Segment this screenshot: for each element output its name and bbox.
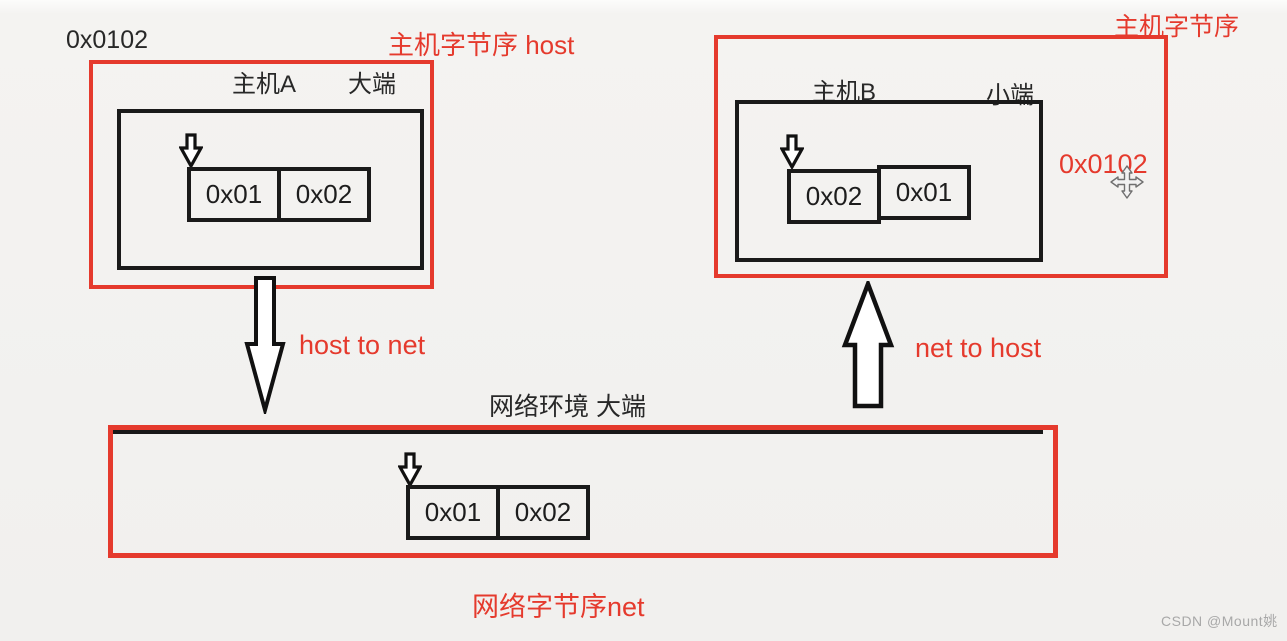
value-right: 0x0102: [1059, 149, 1148, 179]
byte-cell: 0x01: [877, 165, 971, 220]
pointer-arrow-icon: [780, 134, 804, 170]
network-bytes: 0x01 0x02: [406, 485, 590, 540]
label-host-to-net: host to net: [299, 330, 426, 360]
byte-cell: 0x01: [187, 167, 281, 222]
host-b-memory-box: 0x02 0x01: [735, 100, 1043, 262]
label-host-byte-order-left: 主机字节序 host: [388, 30, 575, 60]
value-top-left: 0x0102: [66, 26, 149, 54]
byte-cell: 0x02: [496, 485, 590, 540]
move-cursor-icon: [1110, 165, 1144, 199]
network-box-inner-line: [113, 430, 1043, 434]
pointer-arrow-icon: [398, 452, 422, 488]
byte-cell: 0x02: [277, 167, 371, 222]
label-network-byte-order: 网络字节序net: [472, 592, 645, 622]
host-b-endian-label: 小端: [986, 82, 1034, 109]
label-network-env: 网络环境 大端: [489, 393, 646, 421]
watermark: CSDN @Mount姚: [1161, 613, 1278, 629]
host-to-net-arrow-icon: [244, 276, 286, 414]
host-a-title: 主机A: [232, 71, 297, 98]
pointer-arrow-icon: [179, 133, 203, 169]
network-box: 0x01 0x02: [108, 425, 1058, 558]
byte-cell: 0x02: [787, 169, 881, 224]
host-b-bytes: 0x02 0x01: [787, 165, 971, 224]
host-b-box: 主机B 小端 0x02 0x01: [714, 35, 1168, 278]
host-a-endian-label: 大端: [348, 71, 396, 98]
label-net-to-host: net to host: [915, 333, 1042, 363]
net-to-host-arrow-icon: [841, 281, 895, 409]
host-a-box: 主机A 大端 0x01 0x02: [89, 60, 434, 289]
host-a-memory-box: 0x01 0x02: [117, 109, 424, 270]
byte-cell: 0x01: [406, 485, 500, 540]
host-a-bytes: 0x01 0x02: [187, 167, 371, 222]
